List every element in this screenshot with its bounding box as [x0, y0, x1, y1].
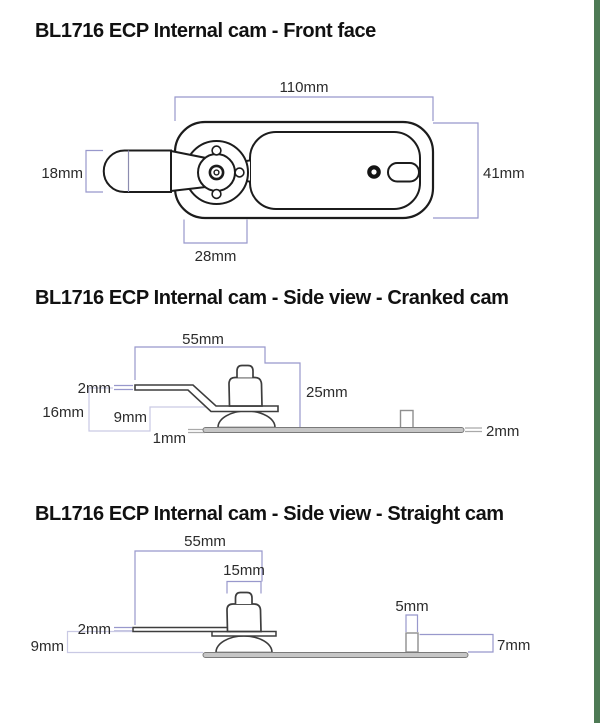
straight-lock-cap	[234, 591, 253, 604]
front-slot	[387, 162, 420, 183]
dim-label-plate-offset: 1mm	[153, 430, 186, 447]
straight-stud	[405, 632, 419, 653]
straight-cam-body	[132, 591, 469, 658]
cranked-cam-body	[134, 364, 465, 433]
dim-label-hub-width: 28mm	[195, 248, 237, 265]
dim-label-cam-length: 55mm	[182, 331, 224, 348]
front-handle	[102, 149, 172, 193]
front-lock-body	[102, 120, 435, 220]
cranked-cam-arm	[134, 384, 279, 413]
front-screw-hole-top	[211, 145, 222, 156]
section-title-front-face: BL1716 ECP Internal cam - Front face	[35, 20, 376, 42]
dim-label-overall-height: 16mm	[42, 404, 84, 421]
section-title-cranked-cam: BL1716 ECP Internal cam - Side view - Cr…	[35, 287, 509, 309]
dim-label-plate-thickness: 2mm	[486, 423, 519, 440]
dim-label-cam-length: 55mm	[184, 533, 226, 550]
cranked-stud	[399, 409, 414, 429]
dim-label-handle: 18mm	[41, 165, 83, 182]
straight-dome	[215, 635, 273, 654]
dim-label-width: 110mm	[280, 79, 329, 96]
front-dimension-lines	[85, 96, 479, 244]
straight-cam-arm	[132, 626, 231, 633]
dim-label-cam-thickness: 2mm	[78, 380, 111, 397]
dim-label-stud-height: 7mm	[497, 637, 530, 654]
right-edge-accent-strip	[594, 0, 600, 723]
front-face-drawing: 110mm 41mm 18mm 28mm	[41, 79, 524, 265]
front-screw-hole-bottom	[211, 188, 222, 200]
straight-lock-barrel	[226, 603, 262, 633]
cranked-lock-cap	[236, 364, 254, 378]
cranked-lock-barrel	[228, 376, 263, 407]
dim-label-stud-width: 5mm	[395, 598, 428, 615]
dim-label-height: 41mm	[483, 165, 525, 182]
dim-label-height: 25mm	[306, 384, 348, 401]
cranked-dimension-lines	[88, 346, 482, 434]
straight-dimension-lines	[66, 550, 494, 654]
cranked-baseplate	[202, 427, 465, 433]
front-screw-hole-right	[234, 167, 245, 178]
dim-label-body-height: 9mm	[31, 638, 64, 655]
cranked-dome	[217, 410, 276, 429]
straight-cam-drawing: 55mm 15mm 2mm 9mm 5mm 7mm	[31, 533, 530, 658]
dim-label-cam-thickness: 2mm	[78, 621, 111, 638]
dim-label-body-width: 15mm	[223, 562, 265, 579]
section-title-straight-cam: BL1716 ECP Internal cam - Side view - St…	[35, 503, 504, 525]
dim-label-body-height: 9mm	[114, 409, 147, 426]
straight-baseplate	[202, 652, 469, 658]
cranked-cam-drawing: 55mm 25mm 2mm 16mm 9mm 1mm 2mm	[42, 331, 519, 447]
